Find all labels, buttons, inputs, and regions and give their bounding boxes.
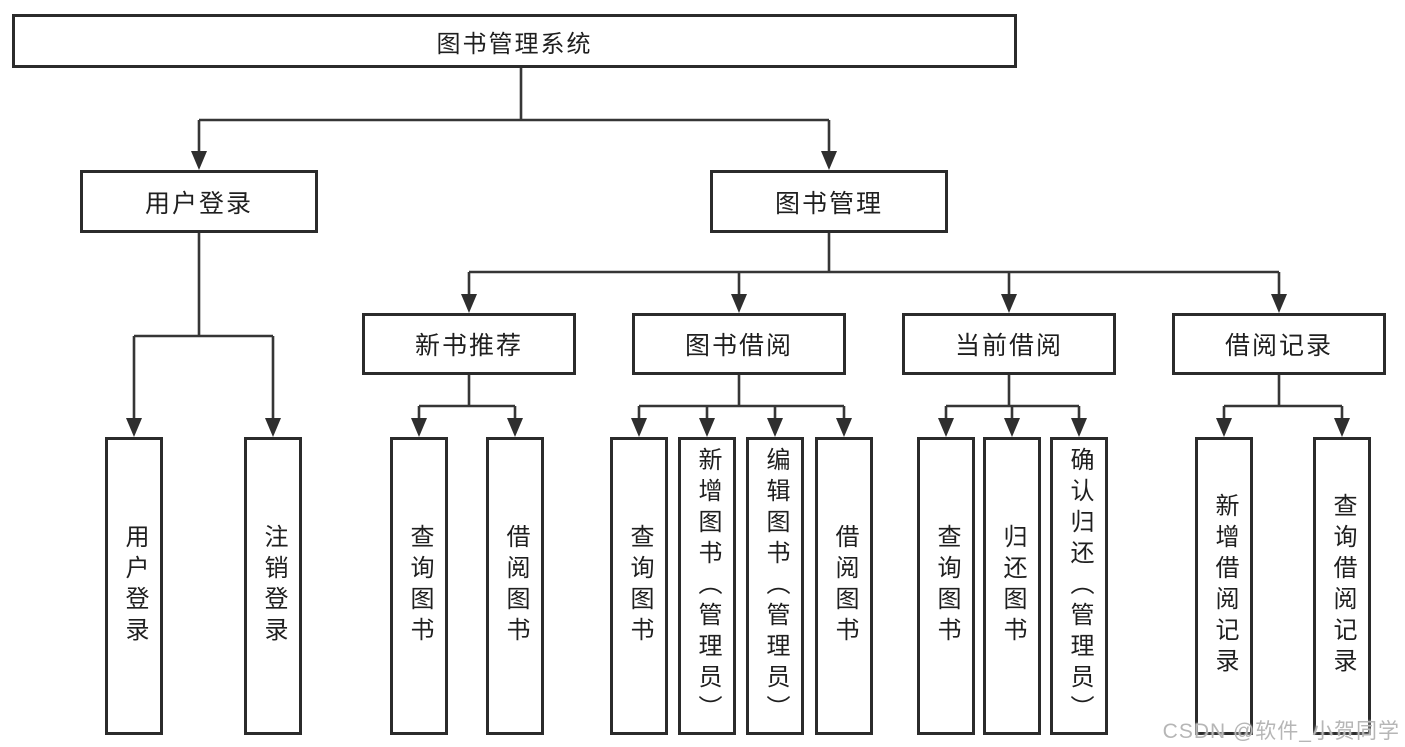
leaf-edit-book-admin: 编辑图书（管理员） [746, 437, 804, 735]
connector-book-borrow-branch [631, 375, 852, 437]
arrowhead-icon [767, 418, 783, 437]
connector-lines [467, 233, 1281, 296]
node-borrowing-records: 借阅记录 [1172, 313, 1386, 375]
node-label: 新书推荐 [414, 332, 523, 360]
node-label: 借阅记录 [1224, 332, 1333, 360]
node-new-book-recommendation: 新书推荐 [362, 313, 576, 375]
leaf-query-books-current: 查询图书 [917, 437, 975, 735]
node-current-borrowing: 当前借阅 [902, 313, 1116, 375]
node-label: 查询借阅记录 [1329, 493, 1356, 679]
node-book-borrowing: 图书借阅 [632, 313, 846, 375]
leaf-query-borrow-record: 查询借阅记录 [1313, 437, 1371, 735]
arrowhead-icon [821, 151, 837, 170]
leaf-add-book-admin: 新增图书（管理员） [678, 437, 736, 735]
leaf-user-login: 用户登录 [105, 437, 163, 735]
arrowhead-icon [1071, 418, 1087, 437]
node-label: 注销登录 [260, 524, 287, 648]
node-label: 图书借阅 [684, 332, 793, 360]
arrowhead-icon [1004, 418, 1020, 437]
connector-lines [944, 375, 1081, 420]
connector-root-to-level2 [191, 68, 837, 170]
leaf-borrow-books-recommend: 借阅图书 [486, 437, 544, 735]
leaf-add-borrow-record: 新增借阅记录 [1195, 437, 1253, 735]
node-label: 用户登录 [121, 524, 148, 648]
arrowhead-icon [1216, 418, 1232, 437]
arrowhead-icon [507, 418, 523, 437]
node-book-management: 图书管理 [710, 170, 948, 233]
leaf-query-books-recommend: 查询图书 [390, 437, 448, 735]
arrowhead-icon [938, 418, 954, 437]
node-label: 编辑图书（管理员） [762, 446, 789, 726]
node-label: 图书管理 [774, 189, 883, 218]
arrowhead-icon [126, 418, 142, 437]
connector-lines [197, 68, 831, 153]
arrowhead-icon [1271, 294, 1287, 313]
leaf-confirm-return-admin: 确认归还（管理员） [1050, 437, 1108, 735]
node-label: 查询图书 [933, 524, 960, 648]
leaf-logout: 注销登录 [244, 437, 302, 735]
arrowhead-icon [411, 418, 427, 437]
arrowhead-icon [191, 151, 207, 170]
csdn-watermark: CSDN @软件_小贺同学 [1162, 720, 1400, 743]
node-label: 用户登录 [144, 189, 253, 218]
arrowhead-icon [631, 418, 647, 437]
node-label: 查询图书 [406, 524, 433, 648]
arrowhead-icon [699, 418, 715, 437]
node-label: 归还图书 [999, 524, 1026, 648]
connector-lines [1222, 375, 1344, 420]
connector-borrow-records-branch [1216, 375, 1350, 437]
connector-new-book-branch [411, 375, 523, 437]
node-label: 查询图书 [626, 524, 653, 648]
node-label: 新增图书（管理员） [694, 446, 721, 726]
node-label: 借阅图书 [831, 524, 858, 648]
leaf-borrow-books: 借阅图书 [815, 437, 873, 735]
connector-book-management-branch [461, 233, 1287, 313]
leaf-return-book: 归还图书 [983, 437, 1041, 735]
node-label: 图书管理系统 [436, 30, 593, 58]
arrowhead-icon [1001, 294, 1017, 313]
node-user-login: 用户登录 [80, 170, 318, 233]
connector-lines [132, 233, 275, 420]
node-root: 图书管理系统 [12, 14, 1017, 68]
connector-current-borrow-branch [938, 375, 1087, 437]
connector-lines [417, 375, 517, 420]
node-label: 确认归还（管理员） [1066, 446, 1093, 726]
connector-user-login-branch [126, 233, 281, 437]
connector-lines [637, 375, 846, 420]
arrowhead-icon [461, 294, 477, 313]
leaf-query-books-borrow: 查询图书 [610, 437, 668, 735]
arrowhead-icon [265, 418, 281, 437]
arrowhead-icon [836, 418, 852, 437]
node-label: 新增借阅记录 [1211, 493, 1238, 679]
arrowhead-icon [1334, 418, 1350, 437]
arrowhead-icon [731, 294, 747, 313]
node-label: 当前借阅 [954, 332, 1063, 360]
node-label: 借阅图书 [502, 524, 529, 648]
